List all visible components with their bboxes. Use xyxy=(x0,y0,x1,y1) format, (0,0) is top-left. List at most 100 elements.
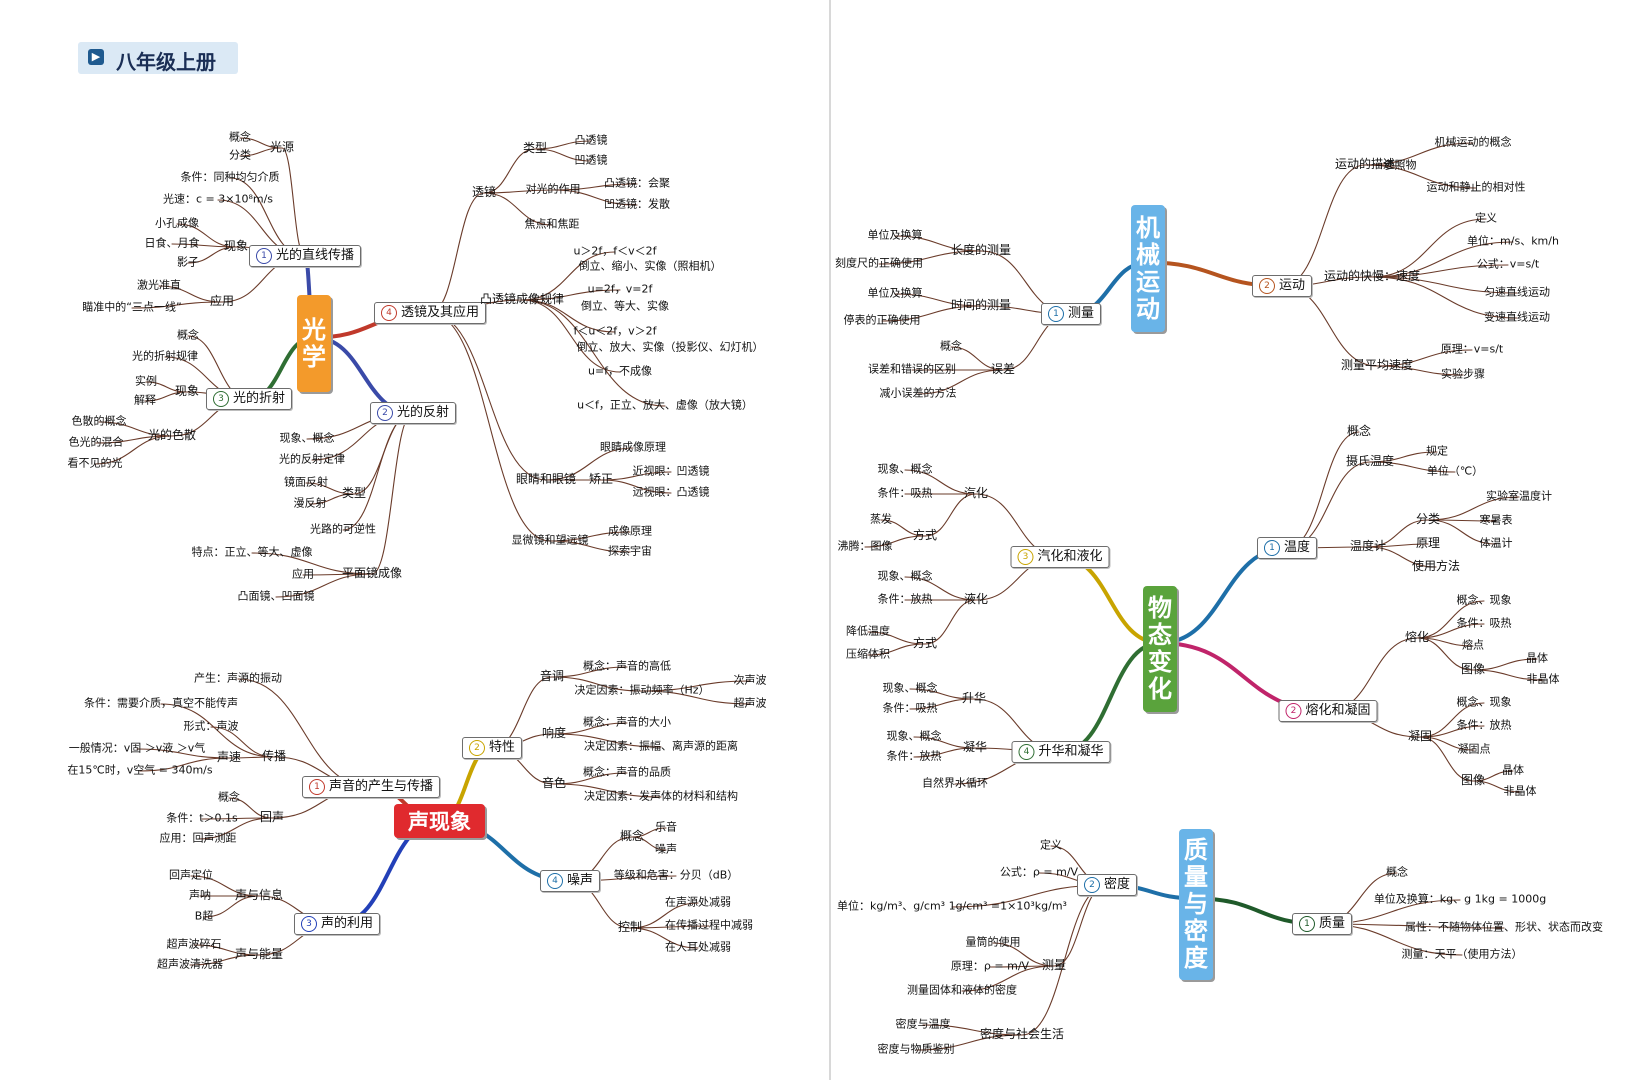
node-s-echo-a: 概念 xyxy=(218,790,240,804)
node-q-life-b: 密度与物质鉴别 xyxy=(877,1042,955,1056)
node-t-melt-b: 条件：吸热 xyxy=(1456,616,1512,630)
node-o-scope: 显微镜和望远镜 xyxy=(511,533,589,547)
node-t-sol-img-a: 晶体 xyxy=(1502,763,1524,777)
branch-number-badge: 2 xyxy=(1083,877,1100,893)
connector-m-len-to-m-len-a xyxy=(894,235,982,252)
connector-o-eye-to-o-eye-a xyxy=(545,447,634,481)
branch-number-badge: 4 xyxy=(1018,744,1035,760)
node-t-cel-b: 单位（℃） xyxy=(1426,464,1484,478)
node-m-desc: 运动的描述 xyxy=(1334,157,1396,172)
node-o-ref-type: 类型 xyxy=(341,486,367,501)
node-t-vap-b: 条件：吸热 xyxy=(877,486,933,500)
node-t-vap: 汽化 xyxy=(963,486,989,501)
connector-t-liq-way-to-t-liq-w2 xyxy=(867,643,926,656)
node-o-app-a: 激光准直 xyxy=(137,278,181,292)
connector-t-cel-to-t-cel-b xyxy=(1369,461,1456,473)
node-t-class-a: 实验室温度计 xyxy=(1486,489,1552,503)
node-o-phen-c: 影子 xyxy=(177,255,199,269)
node-o-lens-t2: 凹透镜 xyxy=(574,153,608,167)
connector-t-melt-img-to-t-melt-img-a xyxy=(1472,658,1538,671)
node-o-rf-dis-b: 色光的混合 xyxy=(68,435,124,449)
node-o-img: 凸透镜成像规律 xyxy=(479,292,565,307)
connector-s-trans-to-s-form xyxy=(210,726,275,758)
node-t-class: 分类 xyxy=(1415,512,1441,527)
node-q-m-a: 概念 xyxy=(1386,865,1408,879)
node-o-src: 光源 xyxy=(269,140,295,155)
node-o-lens-e1: 凸透镜：会聚 xyxy=(604,176,670,190)
node-q-meas: 测量 xyxy=(1041,958,1067,973)
node-t-liq-b: 条件：放热 xyxy=(877,592,933,606)
connector-s-speed-to-s-speed-b xyxy=(139,757,230,772)
root-sound: 声现象 xyxy=(394,804,485,838)
connector-optics-b4-to-o-lens xyxy=(429,192,485,314)
branch-label: 透镜及其应用 xyxy=(400,305,480,320)
node-m-err: 误差 xyxy=(990,362,1016,377)
node-o-phen-b: 日食、月食 xyxy=(144,236,200,250)
node-o-eye-a: 眼睛成像原理 xyxy=(600,440,666,454)
node-m-speed-d: 匀速直线运动 xyxy=(1484,285,1550,299)
connector-s-speed-to-s-speed-a xyxy=(136,748,230,759)
node-t-liq: 液化 xyxy=(963,592,989,607)
connector-t-thermo-to-t-class xyxy=(1367,519,1429,548)
node-q-unit: 单位：kg/m³、g/cm³ 1g/cm³ =1×10³kg/m³ xyxy=(837,899,1067,913)
node-o-lens-t1: 凸透镜 xyxy=(574,133,608,147)
connector-m-speed-to-m-speed-a xyxy=(1371,218,1487,278)
connector-optics-b4-to-o-scope xyxy=(429,312,551,542)
branch-label: 汽化和液化 xyxy=(1037,549,1103,564)
connector-s-info-to-s-info-c xyxy=(203,895,260,918)
node-s-echo: 回声 xyxy=(259,810,285,825)
branch-number-badge: 2 xyxy=(376,405,393,421)
connector-m-avg-to-m-avg-b xyxy=(1376,365,1464,376)
connector-s-noise-ctl-to-s-noise-k1 xyxy=(629,902,699,929)
node-q-meas-b: 原理：ρ = m/V xyxy=(950,959,1030,973)
root-state: 物态变化 xyxy=(1143,586,1177,712)
connector-s-energy-to-s-energy-b xyxy=(189,954,260,966)
root-motion: 机械运动 xyxy=(1131,205,1165,332)
connector-o-scope-to-o-scope-b xyxy=(549,540,631,553)
node-t-cel-a: 规定 xyxy=(1426,444,1448,458)
node-o-lens-focus: 焦点和焦距 xyxy=(524,217,580,231)
connector-state-to-state-b1 xyxy=(1158,546,1289,645)
connector-s-noise-ctl-to-s-noise-k3 xyxy=(629,927,699,949)
node-t-melt-img-b: 非晶体 xyxy=(1526,672,1560,686)
connector-s-loud-to-s-loud-b xyxy=(553,733,662,748)
node-s-speed-a: 一般情况：v固 ＞v液 ＞v气 xyxy=(68,741,206,755)
node-o-lens-e2: 凹透镜：发散 xyxy=(604,197,670,211)
node-o-eye-fix: 矫正 xyxy=(588,472,614,487)
node-t-melt-a: 概念、现象 xyxy=(1456,593,1512,607)
node-o-cond: 条件：同种均匀介质 xyxy=(180,170,280,184)
node-t-melt-img: 图像 xyxy=(1460,662,1486,677)
branch-number-badge: 1 xyxy=(1047,306,1064,322)
connector-o-rf-dis-to-o-rf-dis-b xyxy=(95,435,173,444)
node-o-img1a: u＞2f，f＜v＜2f xyxy=(573,244,657,258)
connector-t-thermo-to-t-use xyxy=(1367,546,1437,568)
branch-label: 噪声 xyxy=(566,873,594,888)
connector-s-pitch-b-to-s-infra xyxy=(641,680,751,692)
node-t-liq-a: 现象、概念 xyxy=(877,569,933,583)
node-o-img1b: 倒立、缩小、实像（照相机） xyxy=(578,259,722,273)
node-t-vap-w1: 蒸发 xyxy=(870,512,892,526)
node-s-loud-a: 概念：声音的大小 xyxy=(583,715,671,729)
node-o-lens: 透镜 xyxy=(471,185,497,200)
connector-state-b1-to-t-cel xyxy=(1286,461,1371,549)
node-o-src-a: 概念 xyxy=(229,130,251,144)
connector-s-pitch-to-s-pitch-a xyxy=(551,666,628,678)
connector-q-meas-to-q-meas-a xyxy=(992,942,1055,967)
node-s-timbre: 音色 xyxy=(541,776,567,791)
node-s-ultra: 超声波 xyxy=(733,696,767,710)
node-s-noise-c1: 乐音 xyxy=(655,820,677,834)
node-s-noise-k1: 在声源处减弱 xyxy=(665,895,731,909)
node-s-noise-c2: 噪声 xyxy=(655,842,677,856)
node-s-loud: 响度 xyxy=(541,726,567,741)
node-t-sol-b: 条件：放热 xyxy=(1456,718,1512,732)
node-s-speed-b: 在15℃时，v空气 = 340m/s xyxy=(67,763,213,777)
connector-s-trans-to-s-speed xyxy=(228,756,275,759)
node-m-desc-b: 参照物 xyxy=(1383,158,1417,172)
